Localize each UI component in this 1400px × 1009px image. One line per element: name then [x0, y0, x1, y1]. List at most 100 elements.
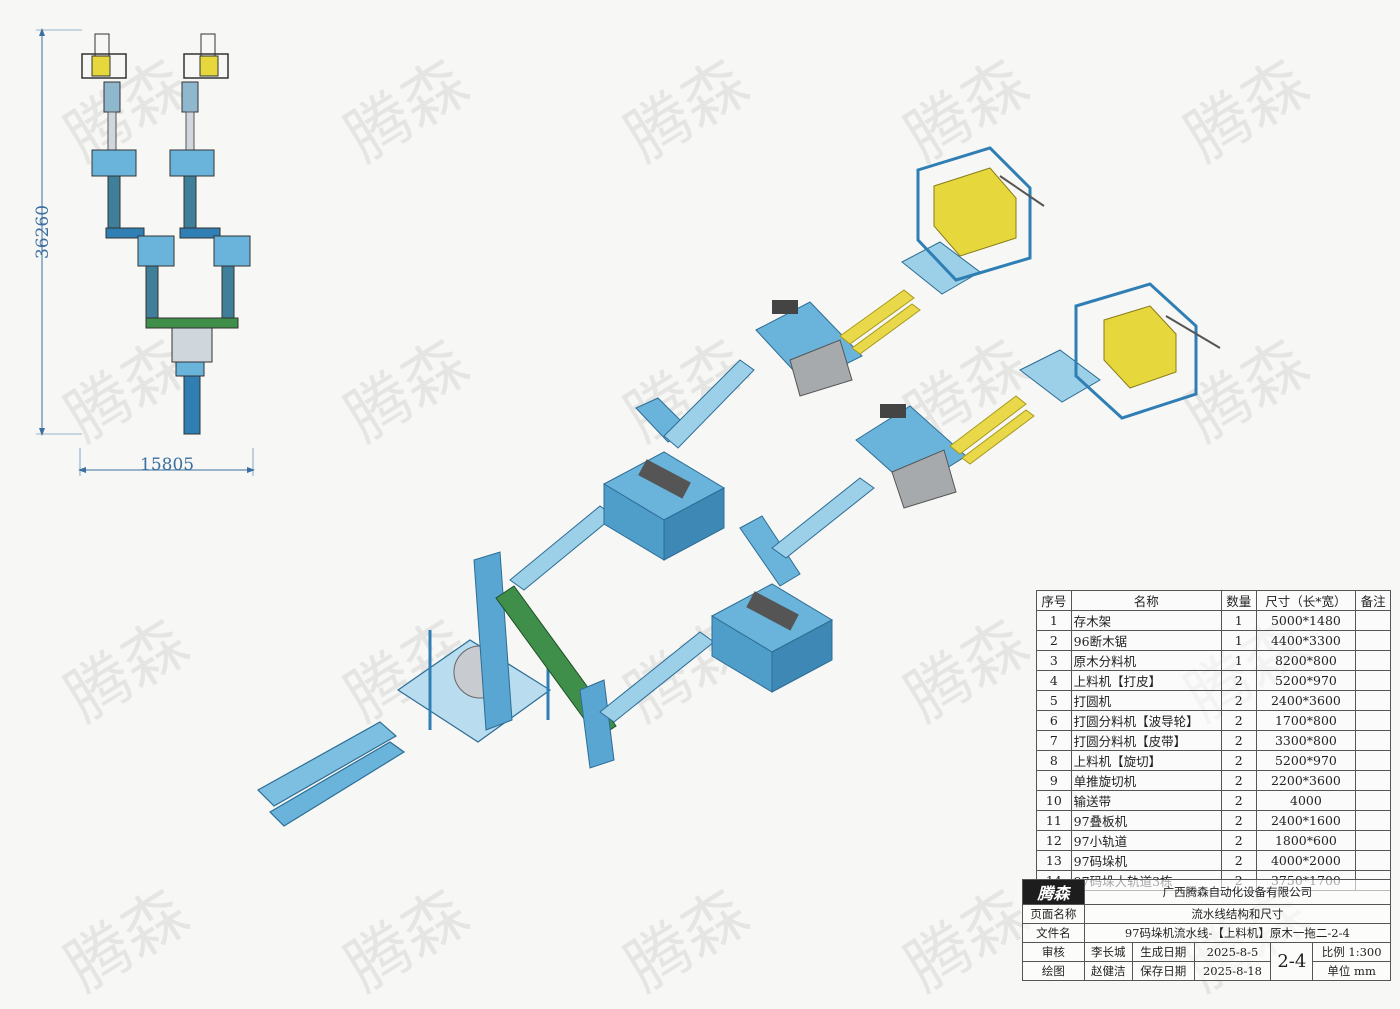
page-name-label: 页面名称 — [1022, 904, 1085, 924]
bom-qty: 2 — [1220, 710, 1257, 731]
sheet-number: 2-4 — [1270, 942, 1314, 981]
bom-index: 7 — [1036, 730, 1072, 751]
bom-name: 单推旋切机 — [1070, 770, 1222, 791]
drawer: 赵健洁 — [1083, 961, 1133, 981]
bom-header-name: 名称 — [1070, 590, 1222, 611]
bom-header-note: 备注 — [1355, 590, 1391, 611]
file-name: 97码垛机流水线-【上料机】原木一拖二-2-4 — [1083, 923, 1392, 943]
bom-size: 2400*1600 — [1255, 810, 1357, 831]
bom-header-size: 尺寸（长*宽） — [1255, 590, 1357, 611]
bom-qty: 1 — [1220, 650, 1257, 671]
bom-note — [1355, 710, 1391, 731]
bom-size: 8200*800 — [1255, 650, 1357, 671]
bom-name: 97叠板机 — [1070, 810, 1222, 831]
bom-qty: 2 — [1220, 670, 1257, 691]
bom-note — [1355, 670, 1391, 691]
bom-index: 2 — [1036, 630, 1072, 651]
company-name: 广西腾森自动化设备有限公司 — [1083, 879, 1392, 905]
bom-note — [1355, 830, 1391, 851]
bom-note — [1355, 650, 1391, 671]
stacking-machine — [916, 146, 1032, 282]
company-logo: 腾森 — [1022, 879, 1085, 905]
bom-qty: 1 — [1220, 630, 1257, 651]
width-dimension-label: 15805 — [140, 455, 195, 475]
rotary-loader — [663, 359, 755, 449]
bom-name: 97小轨道 — [1070, 830, 1222, 851]
unit-label: 单位 — [1327, 964, 1351, 978]
stacking-big-track — [949, 395, 1027, 455]
bom-index: 9 — [1036, 770, 1072, 791]
veneer-lathe — [789, 339, 853, 397]
bom-qty: 2 — [1220, 750, 1257, 771]
bom-size: 5200*970 — [1255, 670, 1357, 691]
gen-date-label: 生成日期 — [1131, 942, 1195, 962]
bom-name: 打圆分料机【波导轮】 — [1070, 710, 1222, 731]
bom-name: 输送带 — [1070, 790, 1222, 811]
page-name: 流水线结构和尺寸 — [1083, 904, 1392, 924]
small-track — [839, 289, 915, 345]
isometric-view — [257, 146, 1221, 827]
bom-header-row: 序号 名称 数量 尺寸（长*宽） 备注 — [1036, 590, 1391, 611]
bom-size: 4400*3300 — [1255, 630, 1357, 651]
bom-note — [1355, 690, 1391, 711]
bom-index: 5 — [1036, 690, 1072, 711]
bom-index: 4 — [1036, 670, 1072, 691]
bom-qty: 2 — [1220, 850, 1257, 871]
bom-note — [1355, 610, 1391, 631]
unit-cell: 单位 mm — [1312, 961, 1391, 981]
bom-name: 打圆分料机【皮带】 — [1070, 730, 1222, 751]
bom-index: 3 — [1036, 650, 1072, 671]
bom-size: 3300*800 — [1255, 730, 1357, 751]
bom-name: 打圆机 — [1070, 690, 1222, 711]
log-storage-rack — [257, 721, 398, 807]
bom-index: 13 — [1036, 850, 1072, 871]
bom-name: 上料机【打皮】 — [1070, 670, 1222, 691]
bom-header-index: 序号 — [1036, 590, 1072, 611]
bom-size: 1800*600 — [1255, 830, 1357, 851]
save-date-label: 保存日期 — [1131, 961, 1195, 981]
bom-note — [1355, 750, 1391, 771]
bom-qty: 2 — [1220, 790, 1257, 811]
reviewer: 李长城 — [1083, 942, 1133, 962]
bom-size: 5000*1480 — [1255, 610, 1357, 631]
bom-note — [1355, 630, 1391, 651]
bom-index: 1 — [1036, 610, 1072, 631]
scale-value: 1:300 — [1348, 945, 1382, 959]
bom-qty: 2 — [1220, 810, 1257, 831]
plan-view — [36, 28, 255, 476]
bom-note — [1355, 770, 1391, 791]
bom-qty: 2 — [1220, 690, 1257, 711]
scale-label: 比例 — [1321, 945, 1345, 959]
draw-label: 绘图 — [1022, 961, 1085, 981]
file-name-label: 文件名 — [1022, 923, 1085, 943]
bom-size: 2400*3600 — [1255, 690, 1357, 711]
bom-name: 原木分料机 — [1070, 650, 1222, 671]
bom-index: 8 — [1036, 750, 1072, 771]
bom-note — [1355, 850, 1391, 871]
debarking-loader — [509, 505, 615, 591]
bom-note — [1355, 790, 1391, 811]
bom-size: 4000*2000 — [1255, 850, 1357, 871]
bom-qty: 2 — [1220, 730, 1257, 751]
bom-index: 11 — [1036, 810, 1072, 831]
height-dimension-label: 36260 — [33, 204, 54, 260]
bom-name: 97码垛机 — [1070, 850, 1222, 871]
bom-index: 12 — [1036, 830, 1072, 851]
rounding-machine — [663, 487, 725, 561]
